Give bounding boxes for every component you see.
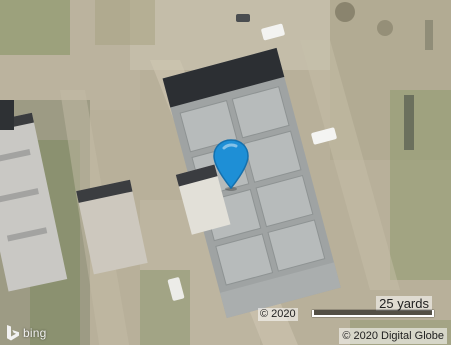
scale-year: © 2020 — [258, 308, 298, 321]
imagery-copyright: © 2020 Digital Globe — [339, 328, 447, 344]
map-scale: 25 yards © 2020 — [258, 296, 444, 321]
scale-label: 25 yards — [376, 296, 432, 311]
bing-logo-icon — [7, 325, 19, 341]
location-pin-marker[interactable] — [212, 138, 250, 192]
bottom-border — [0, 345, 451, 350]
map-pin-icon[interactable] — [212, 138, 250, 192]
bing-logo[interactable]: bing — [6, 323, 47, 343]
bing-logo-text: bing — [23, 326, 47, 340]
scale-bar — [312, 310, 434, 317]
